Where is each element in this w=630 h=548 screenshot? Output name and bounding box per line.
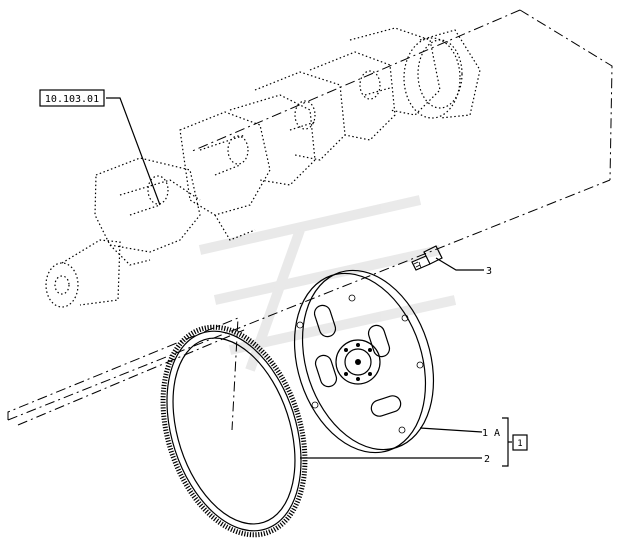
watermark-logo (198, 195, 457, 372)
callout-crankshaft-ref: 10.103.01 (39, 89, 105, 107)
callout-crankshaft-ref-label: 10.103.01 (45, 94, 99, 105)
callout-bolt-label: 3 (486, 266, 492, 277)
callout-assembly-label: 1 (517, 439, 522, 449)
callout-ring-gear-label: 2 (484, 454, 490, 465)
crankshaft (45, 27, 481, 308)
leader-lines (106, 97, 512, 467)
axis-lines (7, 9, 613, 431)
ring-gear (160, 324, 308, 538)
bolt (411, 245, 443, 271)
callout-flywheel-label: 1 A (482, 428, 500, 439)
flywheel (293, 269, 435, 454)
callout-assembly: 1 (512, 434, 528, 451)
